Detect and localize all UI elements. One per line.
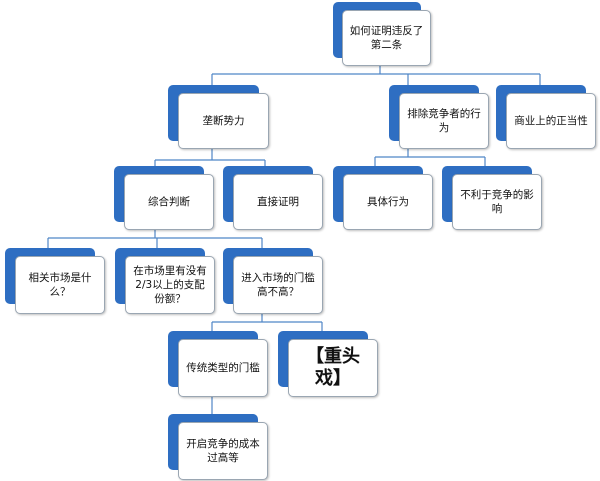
node-business-justification: 商业上的正当性: [496, 85, 596, 149]
node-exclusionary-conduct: 排除竞争者的行为: [389, 85, 489, 149]
node-specific-conduct: 具体行为: [333, 166, 433, 230]
node-root: 如何证明违反了第二条: [333, 2, 431, 66]
node-monopoly-power: 垄断势力: [168, 85, 269, 149]
node-harm-to-competition: 不利于竞争的影响: [442, 166, 542, 230]
node-traditional-barrier: 传统类型的门槛: [168, 331, 268, 397]
node-cost-too-high: 开启竞争的成本过高等: [168, 414, 268, 480]
node-comprehensive-judgment: 综合判断: [114, 166, 214, 230]
node-highlight: 【重头戏】: [278, 331, 378, 397]
node-market-share: 在市场里有没有2/3以上的支配份额？: [115, 248, 215, 314]
node-relevant-market: 相关市场是什么？: [5, 248, 105, 314]
node-direct-proof: 直接证明: [223, 166, 323, 230]
node-entry-barrier: 进入市场的门槛高不高？: [223, 248, 323, 314]
